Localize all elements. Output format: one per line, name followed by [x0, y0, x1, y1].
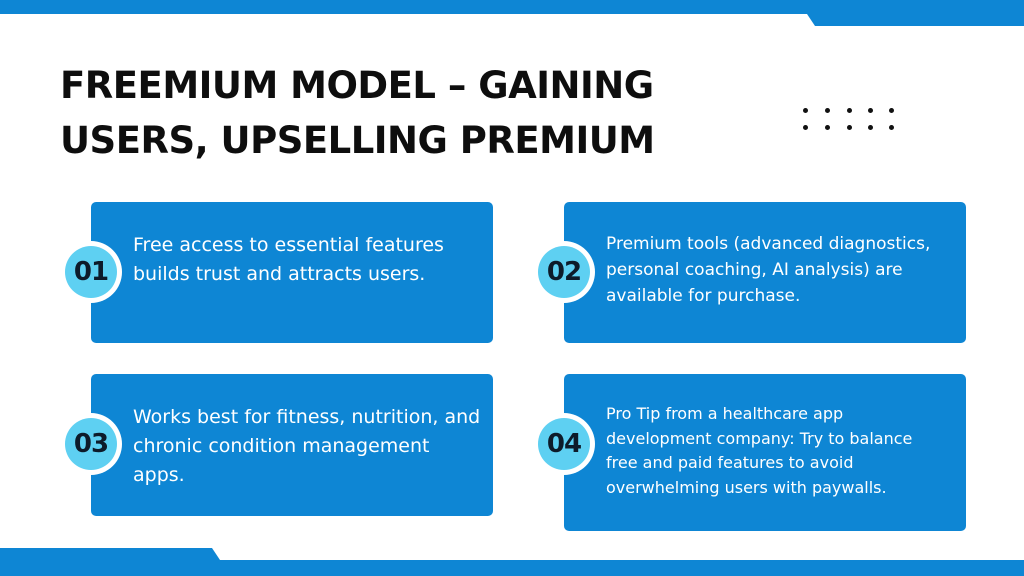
- number-badge-1-label: 01: [65, 246, 117, 298]
- number-badge-2-label: 02: [538, 246, 590, 298]
- number-badge-3: 03: [60, 413, 122, 475]
- feature-card-3-text: Works best for fitness, nutrition, and c…: [133, 406, 481, 486]
- feature-card-2: Premium tools (advanced diagnostics, per…: [564, 202, 966, 343]
- bottom-accent-bar-cutout: [212, 548, 1024, 560]
- number-badge-3-label: 03: [65, 418, 117, 470]
- feature-card-1-text: Free access to essential features builds…: [133, 234, 444, 285]
- number-badge-1: 01: [60, 241, 122, 303]
- feature-card-1: Free access to essential features builds…: [91, 202, 493, 343]
- feature-card-4: Pro Tip from a healthcare app developmen…: [564, 374, 966, 531]
- feature-card-3: Works best for fitness, nutrition, and c…: [91, 374, 493, 516]
- decorative-dots-icon: [800, 105, 900, 133]
- feature-card-2-text: Premium tools (advanced diagnostics, per…: [606, 234, 931, 306]
- number-badge-2: 02: [533, 241, 595, 303]
- top-accent-bar-cutout: [0, 14, 815, 26]
- number-badge-4-label: 04: [538, 418, 590, 470]
- slide-title-line-2: USERS, UPSELLING PREMIUM: [60, 119, 655, 162]
- feature-card-4-text: Pro Tip from a healthcare app developmen…: [606, 404, 913, 497]
- slide-title: FREEMIUM MODEL – GAINING USERS, UPSELLIN…: [60, 58, 780, 168]
- slide-title-line-1: FREEMIUM MODEL – GAINING: [60, 64, 654, 107]
- number-badge-4: 04: [533, 413, 595, 475]
